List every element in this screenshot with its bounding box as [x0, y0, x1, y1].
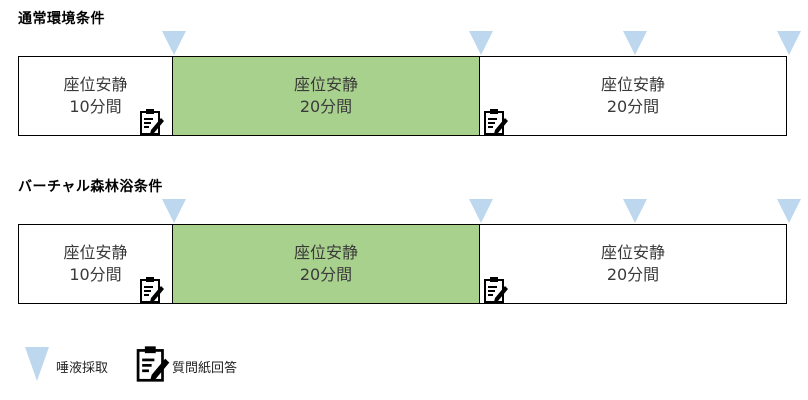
segment-rest-10min: 座位安静 10分間 — [18, 224, 173, 304]
segment-rest-20min-green: 座位安静 20分間 — [172, 224, 480, 304]
segment-duration: 20分間 — [299, 97, 353, 116]
clipboard-pencil-icon — [484, 277, 508, 303]
clipboard-pencil-icon — [484, 109, 508, 135]
saliva-marker-icon — [777, 31, 801, 55]
saliva-marker-icon — [623, 31, 647, 55]
segment-label: 座位安静 — [293, 243, 358, 262]
saliva-marker-icon — [162, 31, 186, 55]
condition-2-timeline: 座位安静 10分間 座位安静 20分間 座位安静 20分間 — [18, 224, 787, 306]
segment-rest-10min: 座位安静 10分間 — [18, 56, 173, 136]
saliva-marker-icon — [25, 347, 49, 381]
segment-label: 座位安静 — [63, 243, 128, 262]
clipboard-pencil-icon — [140, 277, 164, 303]
saliva-marker-icon — [162, 199, 186, 223]
segment-duration: 20分間 — [606, 265, 660, 284]
clipboard-pencil-icon — [136, 346, 170, 382]
condition-1-title: 通常環境条件 — [18, 11, 105, 27]
segment-label: 座位安静 — [600, 243, 665, 262]
saliva-marker-icon — [623, 199, 647, 223]
clipboard-pencil-icon — [140, 109, 164, 135]
condition-1-timeline: 座位安静 10分間 座位安静 20分間 座位安静 20分間 — [18, 56, 787, 138]
saliva-marker-icon — [469, 199, 493, 223]
segment-duration: 10分間 — [69, 97, 122, 116]
segment-label: 座位安静 — [600, 75, 665, 94]
saliva-marker-icon — [469, 31, 493, 55]
segment-rest-20min: 座位安静 20分間 — [479, 224, 787, 304]
segment-rest-20min: 座位安静 20分間 — [479, 56, 787, 136]
segment-label: 座位安静 — [293, 75, 358, 94]
segment-rest-20min-green: 座位安静 20分間 — [172, 56, 480, 136]
segment-duration: 20分間 — [299, 265, 353, 284]
condition-2-title: バーチャル森林浴条件 — [18, 179, 163, 195]
legend-saliva-label: 唾液採取 — [56, 361, 109, 376]
segment-duration: 20分間 — [606, 97, 660, 116]
saliva-marker-icon — [777, 199, 801, 223]
segment-duration: 10分間 — [69, 265, 122, 284]
segment-label: 座位安静 — [63, 75, 128, 94]
legend-questionnaire-label: 質問紙回答 — [172, 361, 238, 376]
